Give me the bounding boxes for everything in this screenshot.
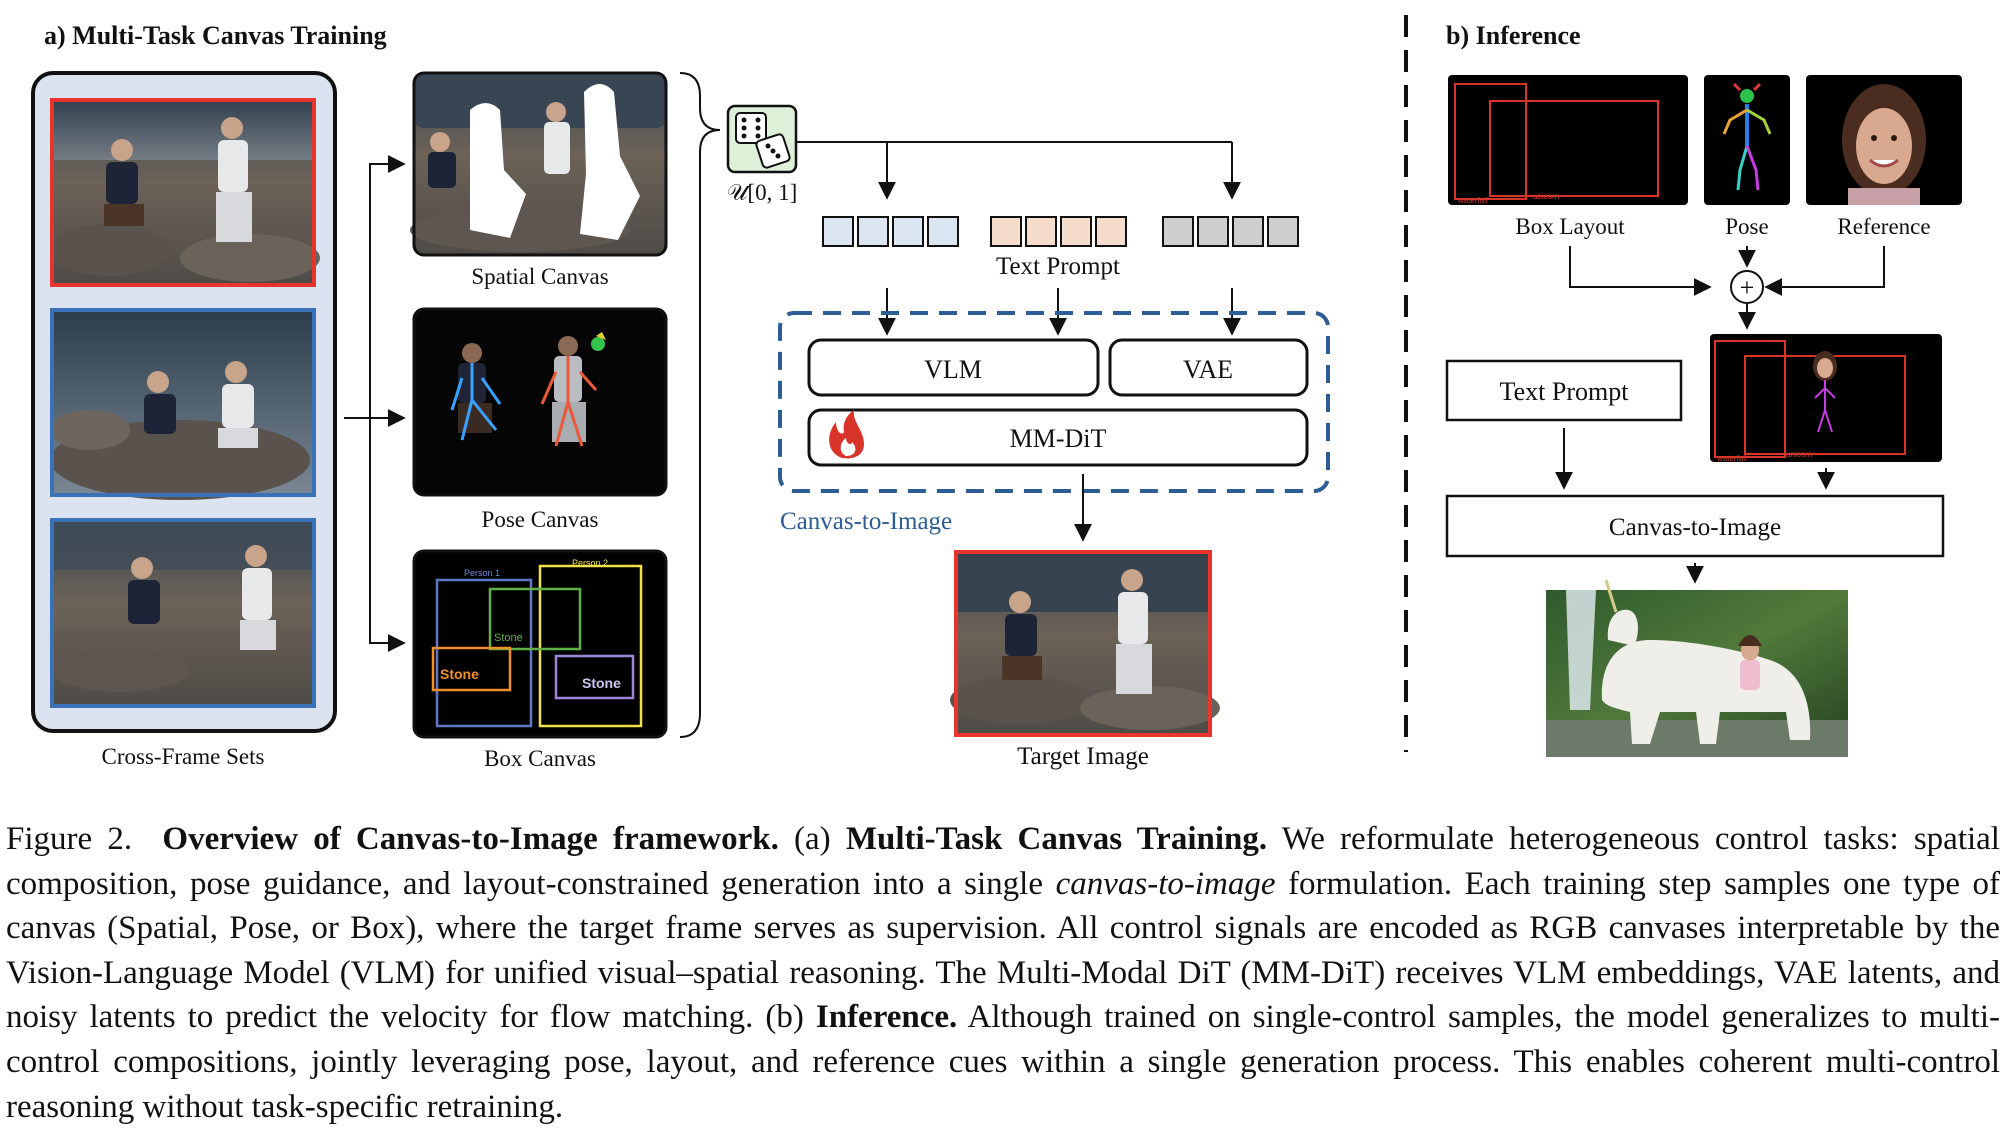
vae-block <box>1108 338 1309 397</box>
vlm-block <box>807 338 1100 397</box>
text-prompt-box <box>1445 359 1683 422</box>
caption-part-a-bold: Multi-Task Canvas Training. <box>845 821 1268 857</box>
pose-skeleton <box>1722 82 1772 191</box>
token-row-vae <box>1162 216 1299 247</box>
blue-frame <box>50 308 316 497</box>
caption-bold-title: Overview of Canvas-to-Image framework. <box>162 821 779 857</box>
red-frame <box>50 98 316 287</box>
caption-fig-num: Figure 2. <box>6 821 133 857</box>
canvas-to-image-label-a: Canvas-to-Image <box>780 508 952 535</box>
box-stone-orange <box>431 646 512 692</box>
pose-canvas-label: Pose Canvas <box>482 507 599 532</box>
canvas-to-image-box <box>1445 494 1945 558</box>
blue-frame <box>50 518 316 708</box>
mmdit-label: MM-DiT <box>1010 424 1107 453</box>
spatial-canvas-image <box>410 73 666 255</box>
caption-part-a-prefix: (a) <box>794 821 831 857</box>
canvas-to-image-label-b: Canvas-to-Image <box>1609 514 1781 541</box>
composed-waterfall-tag: waterfall <box>1716 454 1747 463</box>
dice-icon <box>726 104 798 174</box>
box-stone-green-tag: Stone <box>494 632 523 644</box>
box-stone-orange-tag: Stone <box>440 666 479 682</box>
panel-b-title: b) Inference <box>1446 21 1581 50</box>
token-row-text <box>990 216 1127 247</box>
red-frame <box>954 550 1212 737</box>
arrow-reference-to-plus <box>1764 246 1885 296</box>
box-person-1 <box>435 578 533 728</box>
uniform-sampler-label: 𝒰[0, 1] <box>727 180 798 205</box>
panel-a-title: a) Multi-Task Canvas Training <box>44 21 387 50</box>
box-layout-unicorn-tag: unicorn <box>1533 192 1559 201</box>
reference-image <box>1806 75 1962 205</box>
cross-frame-photo-2 <box>50 310 314 500</box>
figure-caption: Figure 2. Overview of Canvas-to-Image fr… <box>6 817 2000 1129</box>
box-person-2 <box>538 564 643 728</box>
composed-unicorn-tag: unicorn <box>1786 450 1812 459</box>
spatial-canvas-label: Spatial Canvas <box>471 264 608 289</box>
text-prompt-label: Text Prompt <box>996 253 1120 280</box>
box-layout-unicorn <box>1489 100 1659 197</box>
token-row-vlm <box>822 216 959 247</box>
box-person-2-tag: Person 2 <box>572 558 608 568</box>
target-image <box>950 552 1220 735</box>
plus-symbol: + <box>1740 273 1755 302</box>
arrow-layout-to-plus <box>1569 246 1712 296</box>
caption-part-b-bold: Inference. <box>815 999 958 1036</box>
output-image <box>1546 579 1848 757</box>
pose-canvas-image <box>414 309 666 495</box>
vlm-label: VLM <box>924 355 982 384</box>
caption-text-2: formulation. Each training step samples … <box>6 865 2001 1036</box>
composed-box-waterfall <box>1714 340 1786 458</box>
figure-diagram: a) Multi-Task Canvas Training <box>31 15 1962 771</box>
caption-text-1: We reformulate heterogeneous control tas… <box>6 821 2000 902</box>
canvas-brace <box>679 72 721 738</box>
box-stone-green <box>488 587 582 651</box>
text-prompt-label-b: Text Prompt <box>1500 377 1630 406</box>
cross-frame-photo-1 <box>50 100 320 285</box>
pose-canvas-frame <box>412 307 668 497</box>
box-stone-purple-tag: Stone <box>582 675 621 691</box>
caption-text-3: Although trained on single-control sampl… <box>6 999 2000 1125</box>
spatial-canvas-frame <box>412 71 668 257</box>
pose-label: Pose <box>1725 214 1768 239</box>
mmdit-block <box>807 408 1309 467</box>
caption-italic-term: canvas-to-image <box>1055 865 1276 902</box>
fire-icon <box>829 410 864 459</box>
composed-reference-thumb <box>1813 351 1837 433</box>
box-layout-label: Box Layout <box>1515 214 1625 239</box>
target-image-label: Target Image <box>1017 743 1149 770</box>
box-layout-waterfall <box>1454 83 1527 200</box>
reference-label: Reference <box>1837 214 1930 239</box>
cross-frame-photo-3 <box>50 520 314 706</box>
box-canvas-label: Box Canvas <box>484 746 596 771</box>
box-layout-image <box>1448 75 1688 205</box>
box-layout-waterfall-tag: waterfall <box>1457 196 1488 205</box>
box-person-1-tag: Person 1 <box>464 568 500 578</box>
box-stone-purple <box>554 654 635 700</box>
vae-label: VAE <box>1183 355 1233 384</box>
cross-frame-label: Cross-Frame Sets <box>102 744 265 769</box>
arrow-to-canvases <box>344 163 404 644</box>
model-container-dashed <box>778 311 1330 493</box>
